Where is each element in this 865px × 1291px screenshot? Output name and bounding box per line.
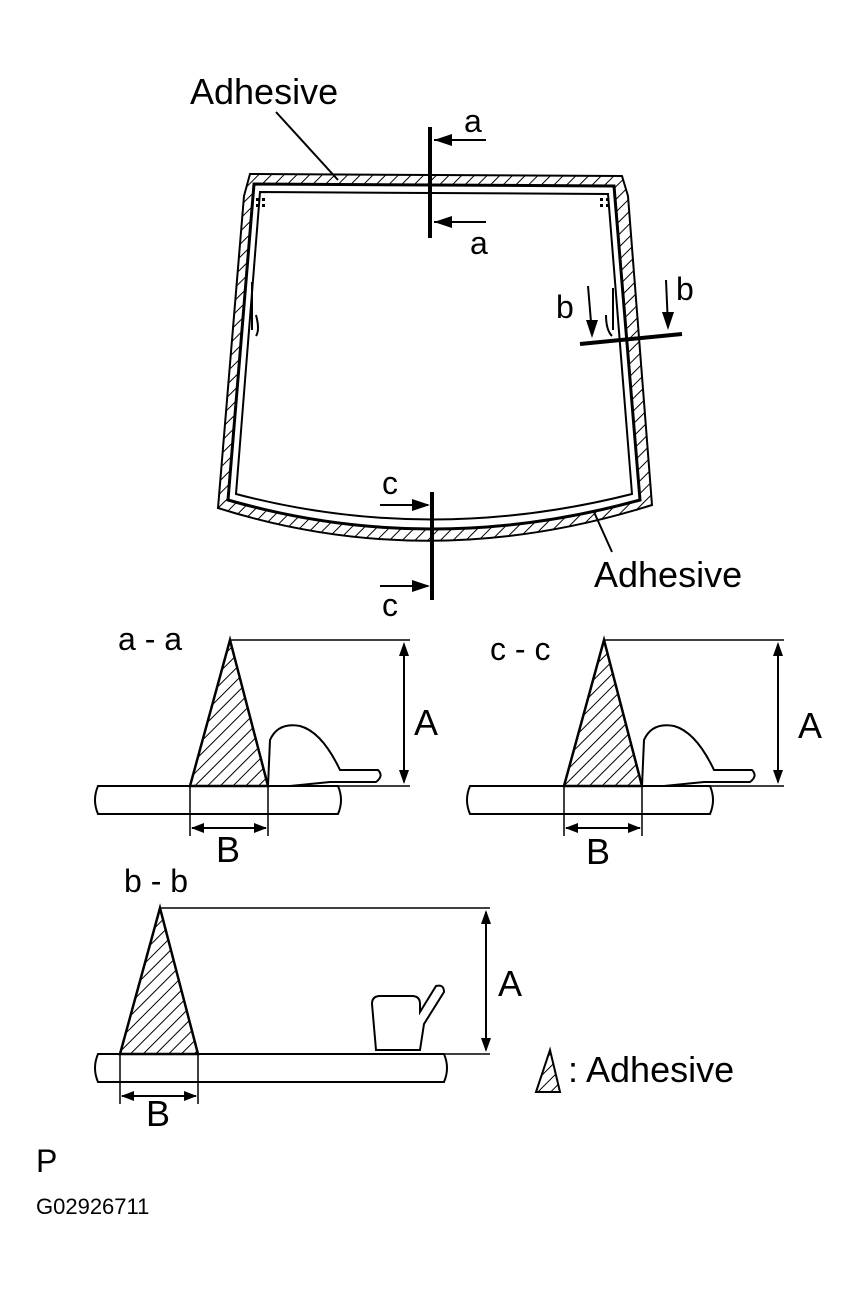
corner-marks — [256, 198, 609, 207]
adhesive-bead-aa — [188, 635, 270, 788]
legend-adhesive-icon — [534, 1046, 562, 1093]
dim-B-cc: B — [586, 831, 610, 872]
section-c-marker — [380, 492, 434, 600]
glass-inner-molding — [234, 190, 634, 521]
arrow-label-b-left: b — [556, 289, 574, 325]
glass-panel — [226, 182, 642, 531]
adhesive-label-top: Adhesive — [190, 71, 338, 112]
figure-id: G02926711 — [36, 1194, 149, 1219]
dim-B-bb: B — [146, 1093, 170, 1134]
right-clip — [605, 288, 614, 337]
section-cc-detail — [466, 635, 784, 836]
adhesive-bead-cc — [562, 635, 644, 788]
windshield-outline — [216, 172, 654, 542]
arrow-label-c-top: c — [382, 465, 398, 501]
legend — [534, 1046, 562, 1093]
left-clip — [251, 282, 259, 337]
arrow-label-c-bottom: c — [382, 587, 398, 623]
section-aa-detail — [94, 635, 410, 836]
arrow-label-a-bottom: a — [470, 225, 488, 261]
adhesive-label-bottom: Adhesive — [594, 554, 742, 595]
adhesive-leader-top — [275, 111, 339, 181]
adhesive-leader-bottom — [593, 511, 613, 553]
arrow-label-a-top: a — [464, 103, 482, 139]
arrow-label-b-right: b — [676, 271, 694, 307]
section-bb-title: b - b — [124, 863, 188, 899]
section-bb-detail — [94, 903, 491, 1104]
section-cc-title: c - c — [490, 631, 550, 667]
section-aa-title: a - a — [118, 621, 182, 657]
dim-B-aa: B — [216, 829, 240, 870]
adhesive-bead-bb — [118, 903, 200, 1056]
dim-A-bb: A — [498, 963, 522, 1004]
section-b-marker — [579, 279, 683, 346]
clip-bb — [370, 984, 446, 1051]
section-a-marker — [428, 127, 486, 238]
dim-A-aa: A — [414, 702, 438, 743]
dim-A-cc: A — [798, 705, 822, 746]
legend-label: : Adhesive — [568, 1049, 734, 1090]
corner-code: P — [36, 1143, 57, 1179]
